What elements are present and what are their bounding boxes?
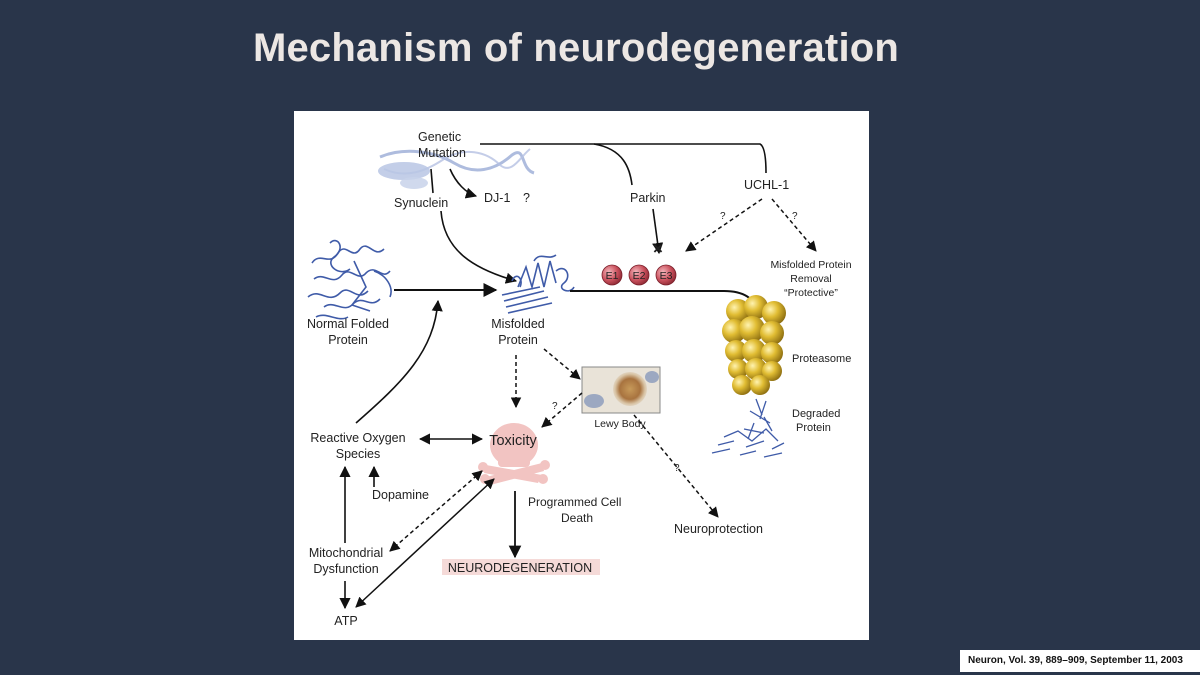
enzyme-e1: E1 bbox=[601, 264, 623, 286]
enzyme-e3: E3 bbox=[655, 264, 677, 286]
lewy-body-image bbox=[581, 366, 661, 414]
lewy-toxicity-question: ? bbox=[552, 401, 558, 412]
parkin-label: Parkin bbox=[630, 191, 665, 205]
uchl1-left-question: ? bbox=[720, 211, 726, 222]
ros-label-line2: Species bbox=[336, 447, 380, 461]
protein-removal-label-line2: Removal bbox=[790, 273, 831, 285]
programmed-cell-death-label: Programmed Cell bbox=[528, 495, 621, 509]
misfolded-protein-label-line2: Protein bbox=[498, 333, 538, 347]
mitochondrial-dysfunction-label-line2: Dysfunction bbox=[313, 562, 378, 576]
degraded-protein-label-line2: Protein bbox=[796, 422, 831, 434]
parkin-blocked-mark: × bbox=[653, 239, 663, 258]
enzyme-e1-label: E1 bbox=[606, 270, 619, 282]
dna-helix-image bbox=[378, 148, 535, 189]
diagram-figure: Genetic Mutation Synuclein DJ-1 ? Parkin… bbox=[294, 111, 869, 640]
protein-removal-label: Misfolded Protein bbox=[770, 259, 851, 271]
dj1-question-mark: ? bbox=[523, 191, 530, 205]
misfolded-protein-image bbox=[501, 254, 575, 314]
diagram-canvas: Genetic Mutation Synuclein DJ-1 ? Parkin… bbox=[307, 130, 852, 628]
toxicity-label: Toxicity bbox=[489, 433, 537, 449]
degraded-protein-image bbox=[711, 398, 785, 458]
citation-label: Neuron, Vol. 39, 889–909, September 11, … bbox=[960, 650, 1200, 672]
neuroprotection-label: Neuroprotection bbox=[674, 522, 763, 536]
misfolded-protein-label: Misfolded bbox=[491, 317, 545, 331]
genetic-mutation-label-line2: Mutation bbox=[418, 146, 466, 160]
neurodegeneration-label: NEURODEGENERATION bbox=[448, 561, 592, 575]
mitochondrial-dysfunction-label: Mitochondrial bbox=[309, 546, 383, 560]
lewy-body-label: Lewy Body bbox=[594, 418, 646, 430]
dopamine-label: Dopamine bbox=[372, 488, 429, 502]
enzyme-e2-label: E2 bbox=[633, 270, 646, 282]
slide-title: Mechanism of neurodegeneration bbox=[252, 26, 900, 70]
genetic-mutation-label: Genetic bbox=[418, 130, 461, 144]
protein-removal-label-line3: “Protective” bbox=[784, 287, 838, 299]
normal-folded-protein-image bbox=[307, 239, 392, 320]
degraded-protein-label: Degraded bbox=[792, 408, 840, 420]
ros-label: Reactive Oxygen bbox=[310, 431, 405, 445]
programmed-cell-death-label-line2: Death bbox=[561, 511, 593, 525]
neuroprotection-question: ? bbox=[674, 463, 680, 474]
enzyme-e3-label: E3 bbox=[660, 270, 673, 282]
dj1-label: DJ-1 bbox=[484, 191, 510, 205]
neurodegeneration-highlight bbox=[442, 559, 600, 575]
synuclein-label: Synuclein bbox=[394, 196, 448, 210]
atp-label: ATP bbox=[334, 614, 357, 628]
normal-folded-protein-label-line2: Protein bbox=[328, 333, 368, 347]
proteasome-label: Proteasome bbox=[792, 353, 851, 365]
uchl1-right-question: ? bbox=[792, 211, 798, 222]
normal-folded-protein-label: Normal Folded bbox=[307, 317, 389, 331]
enzyme-e2: E2 bbox=[628, 264, 650, 286]
skull-crossbones-icon bbox=[478, 423, 550, 485]
uchl1-label: UCHL-1 bbox=[744, 178, 789, 192]
proteasome-image bbox=[722, 295, 786, 395]
